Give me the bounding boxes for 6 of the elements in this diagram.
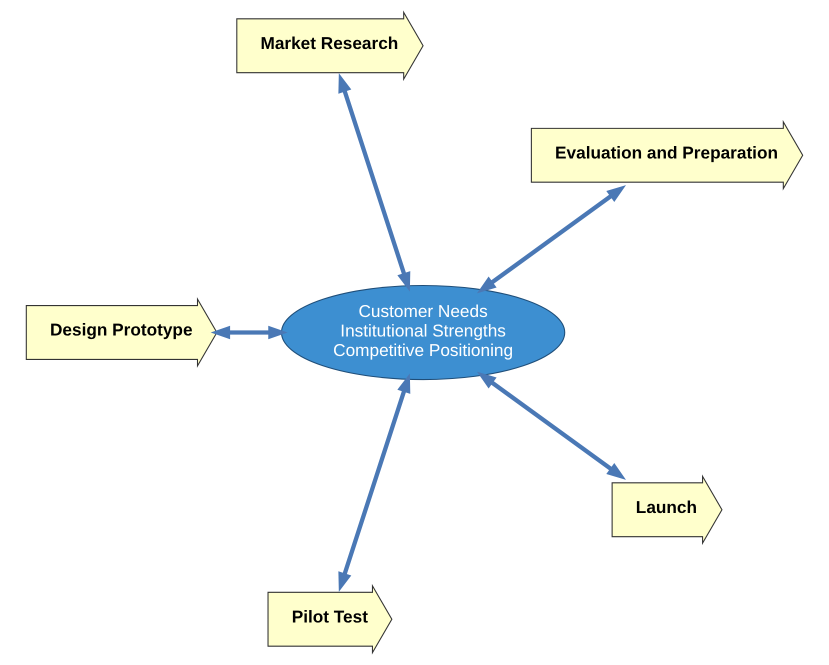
arrow xyxy=(476,185,626,294)
arrow xyxy=(476,372,626,480)
arrow xyxy=(338,73,410,292)
node-ellipse: Customer Needs Institutional Strengths Competitive Positioning xyxy=(280,284,566,380)
arrow xyxy=(338,373,410,592)
arrow xyxy=(210,326,288,340)
